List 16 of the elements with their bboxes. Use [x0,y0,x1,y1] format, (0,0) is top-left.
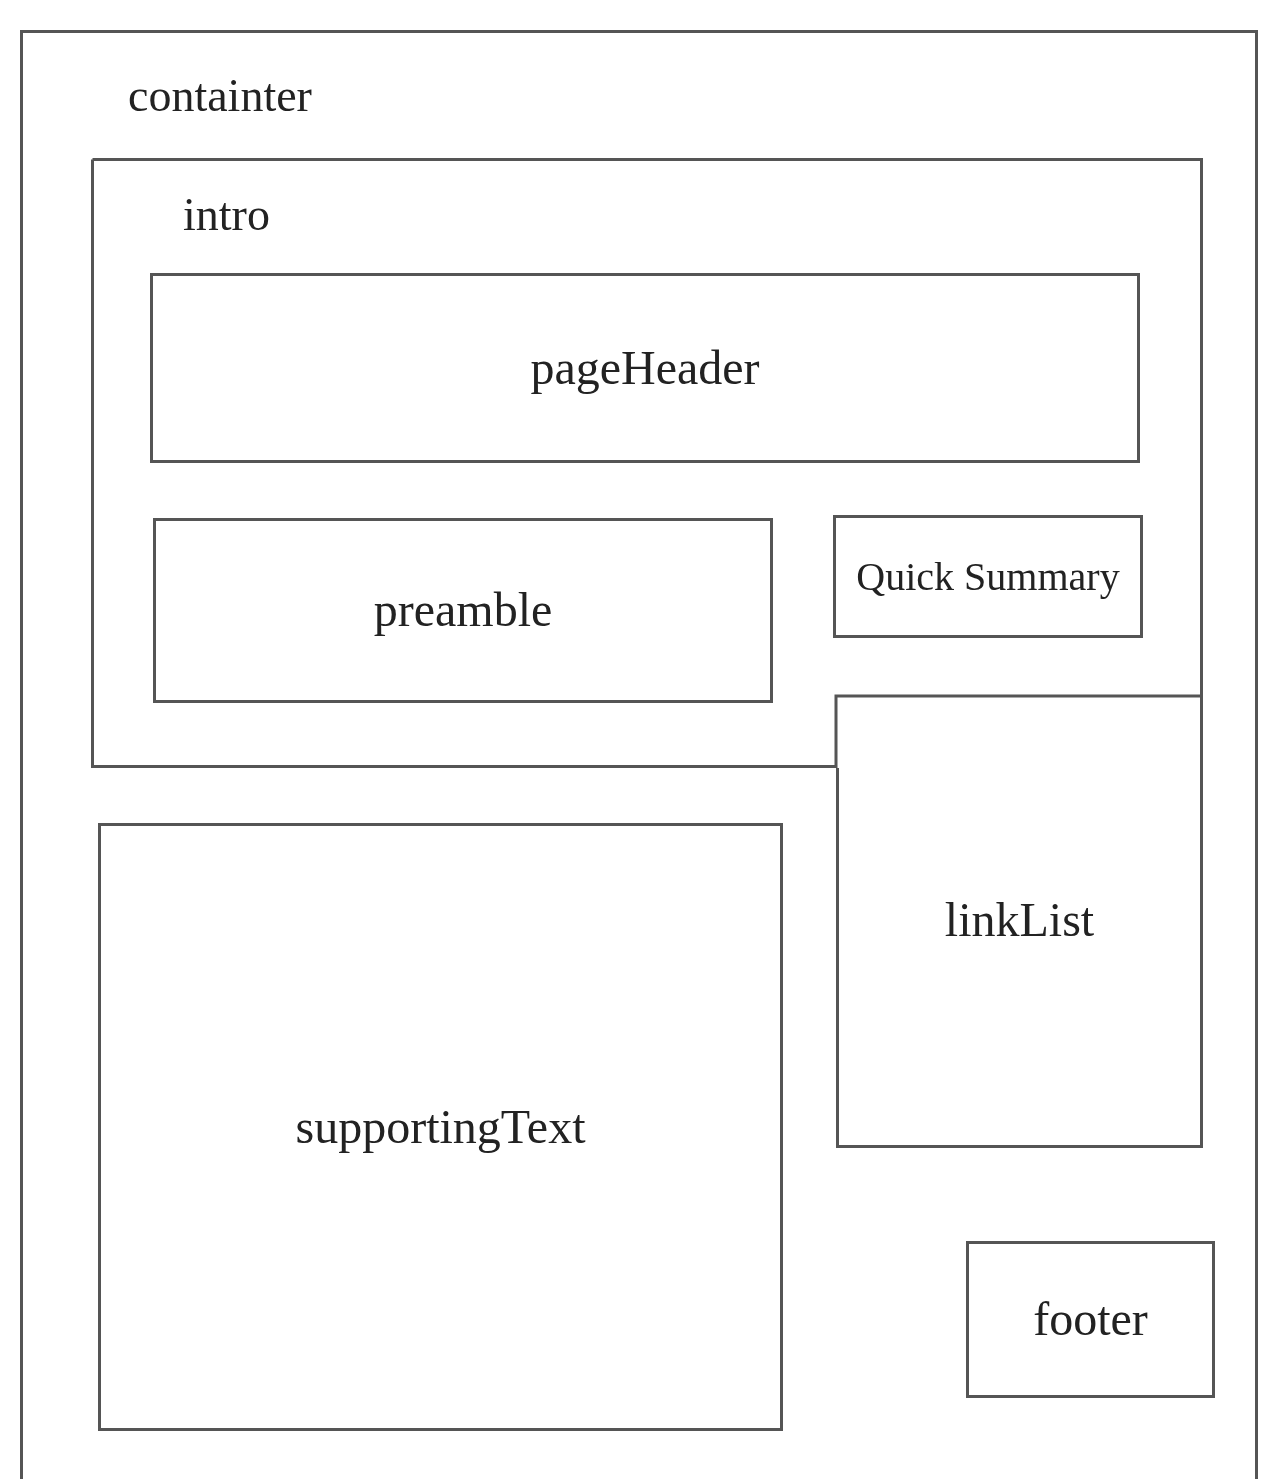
region-label: intro [183,192,270,238]
layout-box [150,273,1140,463]
layout-region [91,158,1203,768]
layout-box [836,768,1203,1148]
layout-box [966,1241,1215,1398]
layout-region [20,30,1258,1479]
region-label: containter [128,73,312,119]
box-label: supportingText [295,1100,586,1154]
layout-box [833,515,1143,638]
layout-box [153,518,773,703]
box-label: linkList [944,894,1095,947]
layout-box [98,823,783,1431]
box-label: pageHeader [530,341,760,395]
box-label: preamble [373,584,553,637]
box-label: footer [1033,1293,1148,1346]
box-label: Quick Summary [856,554,1120,599]
